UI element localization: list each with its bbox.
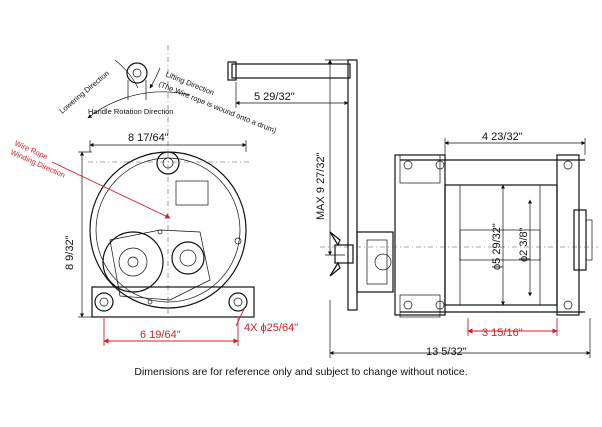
drum-inner-dim: ϕ2 3/8"	[518, 227, 530, 262]
mount-hole-dim: 4X ϕ25/64"	[244, 322, 298, 334]
side-view	[227, 59, 598, 358]
rotation-arc	[87, 91, 191, 119]
footnote: Dimensions are for reference only and su…	[134, 366, 468, 378]
handle-max-dim: MAX 9 27/32"	[315, 152, 327, 220]
gear-right	[171, 241, 205, 275]
lifting-sub-label: (The Wire rope is wound onto a drum)	[157, 80, 278, 136]
front-height-dim: 8 9/32"	[64, 235, 76, 270]
side-housing	[394, 154, 446, 316]
handle-rotation-label: Handle Rotation Direction	[88, 107, 173, 116]
side-base-dim: 3 15/16"	[482, 327, 523, 339]
handle-offset-dim: 5 29/32"	[254, 91, 295, 103]
overall-length-dim: 13 5/32"	[426, 346, 467, 358]
front-width-dim: 8 17/64"	[128, 132, 169, 144]
drum-outer-dim: ϕ5 29/32"	[491, 223, 503, 270]
front-view	[51, 45, 255, 346]
gearbox	[356, 231, 394, 293]
hole-spacing-dim: 6 19/64"	[140, 329, 181, 341]
side-top-width-dim: 4 23/32"	[482, 131, 523, 143]
mount-hole-right	[228, 292, 248, 312]
front-base	[91, 286, 255, 318]
mount-hole-left	[94, 292, 114, 312]
crank-arm	[347, 59, 358, 311]
handle-knob	[126, 62, 148, 84]
side-frame-right	[556, 154, 580, 316]
handle-bar	[231, 63, 351, 79]
gear-left	[102, 231, 164, 293]
